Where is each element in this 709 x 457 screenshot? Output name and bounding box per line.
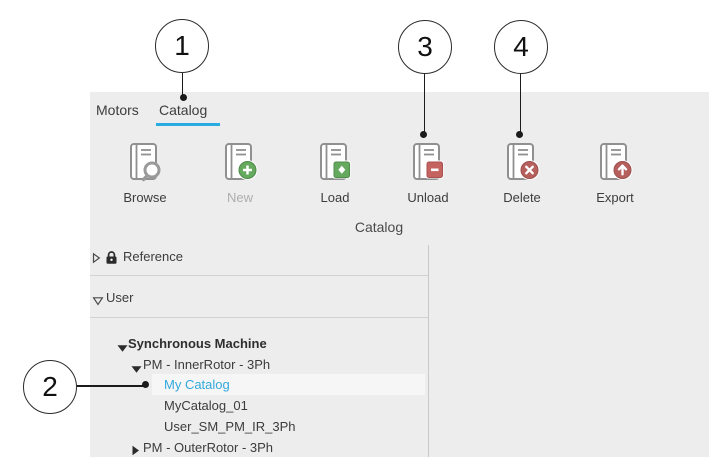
callout-4-number: 4 (513, 31, 529, 62)
chevron-right-outline-icon[interactable] (92, 251, 101, 269)
delete-label: Delete (503, 190, 541, 205)
callout-1-dot (180, 94, 187, 101)
lock-icon (105, 250, 118, 270)
tab-catalog[interactable]: Catalog (159, 102, 208, 118)
tree-item-my-catalog[interactable]: My Catalog (90, 376, 428, 394)
catalog-tree: Reference User Synchronous Machine (90, 245, 429, 457)
tree-item-reference[interactable]: Reference (90, 248, 428, 266)
chevron-down-outline-icon[interactable] (92, 293, 104, 311)
browse-button[interactable]: Browse (100, 140, 190, 205)
tree-item-label: User (106, 290, 134, 305)
tree-item-synchronous-machine[interactable]: Synchronous Machine (90, 335, 428, 353)
book-add-icon (218, 140, 262, 189)
new-label: New (226, 190, 253, 205)
callout-1-circle: 1 (155, 19, 209, 73)
export-label: Export (596, 190, 634, 205)
unload-button[interactable]: Unload (383, 140, 473, 205)
tree-item-label: Reference (123, 249, 183, 264)
active-tab-underline (156, 123, 220, 126)
tree-item-pm-innerrotor-3ph[interactable]: PM - InnerRotor - 3Ph (90, 356, 428, 374)
tree-item-pm-outerrotor-3ph[interactable]: PM - OuterRotor - 3Ph (90, 439, 428, 457)
callout-2-circle: 2 (23, 360, 77, 414)
triangle-down-filled-icon[interactable] (117, 340, 128, 358)
unload-label: Unload (407, 190, 449, 205)
selected-row-highlight (152, 374, 425, 395)
delete-button[interactable]: Delete (477, 140, 567, 205)
tree-item-label: Synchronous Machine (128, 336, 267, 351)
callout-2-number: 2 (42, 371, 58, 402)
book-delete-icon (500, 140, 544, 189)
export-button[interactable]: Export (570, 140, 660, 205)
callout-1-line (181, 73, 183, 97)
tree-item-label: PM - OuterRotor - 3Ph (143, 440, 274, 455)
load-label: Load (320, 190, 350, 205)
callout-2-dot (142, 381, 149, 388)
triangle-right-filled-icon[interactable] (131, 443, 140, 457)
tab-motors[interactable]: Motors (96, 102, 139, 118)
book-unload-icon (406, 140, 450, 189)
tree-item-label: User_SM_PM_IR_3Ph (164, 419, 296, 434)
tree-separator (90, 275, 428, 276)
callout-4-line (519, 74, 521, 134)
callout-3-dot (420, 131, 427, 138)
ribbon-group-label: Catalog (354, 219, 404, 235)
tree-item-mycatalog-01[interactable]: MyCatalog_01 (90, 397, 428, 415)
tree-item-user-sm-pm-ir-3ph[interactable]: User_SM_PM_IR_3Ph (90, 418, 428, 436)
tree-item-label: MyCatalog_01 (164, 398, 248, 413)
load-button[interactable]: Load (290, 140, 380, 205)
tree-separator (90, 317, 428, 318)
callout-4-dot (516, 131, 523, 138)
callout-3-number: 3 (417, 31, 433, 62)
triangle-down-filled-icon[interactable] (131, 361, 142, 379)
callout-2-line (77, 385, 143, 387)
book-search-icon (123, 140, 167, 189)
new-button[interactable]: New (195, 140, 285, 205)
browse-label: Browse (123, 190, 167, 205)
tree-item-user[interactable]: User (90, 289, 428, 307)
tree-item-label: PM - InnerRotor - 3Ph (143, 357, 271, 372)
callout-3-circle: 3 (398, 20, 452, 74)
book-load-icon (313, 140, 357, 189)
callout-3-line (423, 74, 425, 134)
book-export-icon (593, 140, 637, 189)
catalog-panel: Motors Catalog Browse (90, 92, 709, 457)
callout-1-number: 1 (174, 30, 190, 61)
callout-4-circle: 4 (494, 20, 548, 74)
tree-item-label: My Catalog (164, 377, 230, 392)
